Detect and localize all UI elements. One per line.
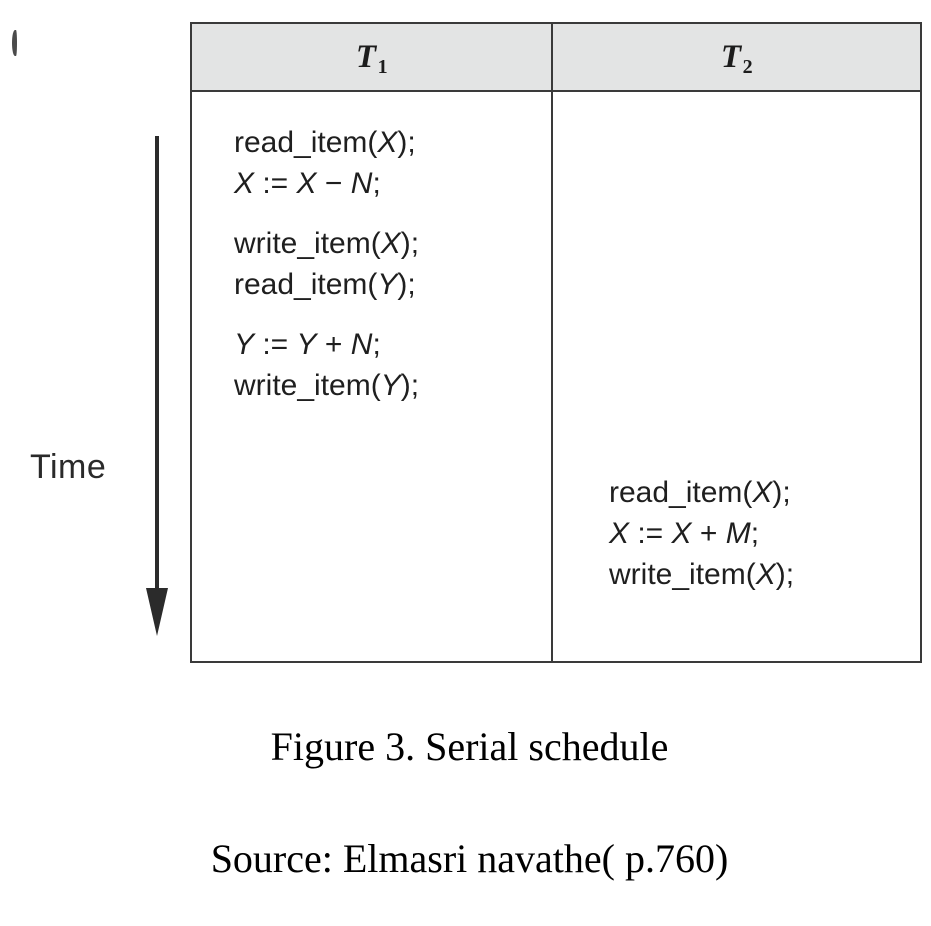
statement-group: read_item(X); X := X − N; (234, 122, 419, 204)
table-cell-t2: read_item(X); X := X + M; write_item(X); (553, 92, 920, 661)
statement-line: read_item(X); (234, 126, 416, 159)
t2-subscript: 2 (742, 55, 754, 78)
statement-block-t2: read_item(X); X := X + M; write_item(X); (609, 472, 794, 595)
figure-caption: Figure 3. Serial schedule (270, 724, 669, 769)
figure-source: Source: Elmasri navathe( p.760) (210, 836, 729, 881)
t2-base: T (720, 38, 742, 75)
statement-line: read_item(Y); (234, 268, 416, 301)
t1-base: T (355, 38, 377, 75)
time-axis: Time (0, 120, 190, 640)
statement-block-t1: read_item(X); X := X − N; write_item(X);… (234, 122, 419, 406)
transaction-label-t1: T1 (355, 38, 389, 78)
table-header-cell-t2: T2 (553, 24, 920, 90)
statement-line: Y := Y + N; (234, 328, 381, 361)
statement-line: X := X + M; (609, 517, 760, 550)
statement-line: write_item(X); (234, 227, 420, 260)
transaction-label-t2: T2 (720, 38, 754, 78)
table-cell-t1: read_item(X); X := X − N; write_item(X);… (192, 92, 553, 661)
statement-line: write_item(Y); (234, 369, 420, 402)
table-body-row: read_item(X); X := X − N; write_item(X);… (192, 92, 920, 661)
time-down-arrow-icon (146, 136, 168, 636)
scan-artifact (12, 30, 17, 56)
statement-group: write_item(X); read_item(Y); (234, 223, 419, 305)
table-header-row: T1 T2 (192, 24, 920, 92)
statement-line: X := X − N; (234, 167, 381, 200)
t1-subscript: 1 (377, 55, 389, 78)
statement-group: read_item(X); X := X + M; write_item(X); (609, 472, 794, 595)
statement-line: read_item(X); (609, 476, 791, 509)
table-header-cell-t1: T1 (192, 24, 553, 90)
serial-schedule-table: T1 T2 read_item(X); X := X − N; write_it… (190, 22, 922, 663)
statement-line: write_item(X); (609, 558, 795, 591)
time-axis-label: Time (30, 448, 107, 486)
statement-group: Y := Y + N; write_item(Y); (234, 324, 419, 406)
